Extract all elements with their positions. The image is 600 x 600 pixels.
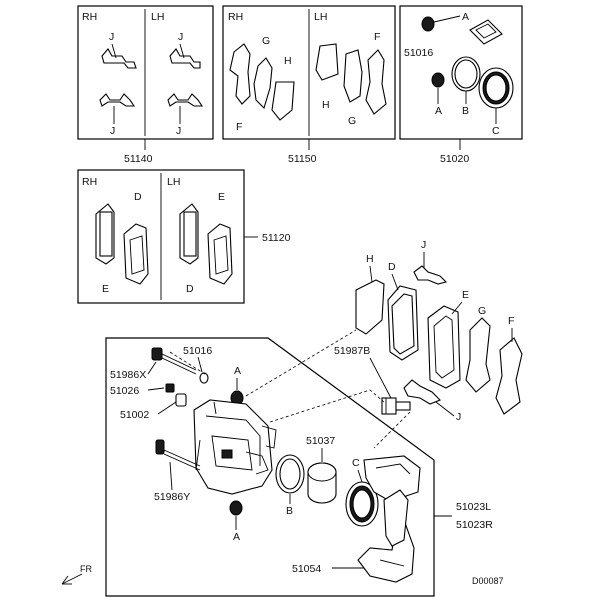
clip-j-lower-exploded [403,379,441,405]
box-clips [77,5,214,140]
guide-pin-lower [155,439,201,471]
clip-rh-lower [99,93,136,124]
pad-e-exploded [427,305,461,389]
pad-d-rh [123,223,149,285]
shim-f-lh [365,49,387,115]
box-pads [77,169,245,304]
shim-g-label-1: G [262,35,270,47]
pad-d-lh [207,223,233,285]
seal-c-label: C [492,125,500,137]
shim-h-label-1: H [284,55,292,67]
seal-a-label-1: A [462,11,469,23]
caliper-frame [105,337,435,597]
exploded-g-label: G [478,305,486,317]
support-l-number: 51023L [456,501,491,513]
front-label: FR [80,564,92,574]
exploded-e-label: E [462,289,469,301]
shim-h-exploded [355,279,385,335]
clip-rh-upper [101,43,137,69]
pad-e-label-1: E [218,191,225,203]
pad-e-lh [179,203,199,265]
dash-line-2 [245,329,357,397]
piston-number: 51037 [306,435,335,447]
clip-lh-upper [169,43,201,69]
clip-lh-lower [167,93,204,124]
shim-g-label-2: G [348,115,356,127]
boot-a-lower [431,72,445,88]
clip-j-upper-exploded [413,265,448,285]
dash-line-3 [373,411,411,449]
guard-plate [383,489,409,547]
front-arrow-icon [61,573,83,585]
dash-line-1 [269,389,385,423]
pad-d-label-1: D [134,191,142,203]
box-seal-kit [399,5,523,140]
pads-part-number: 51120 [262,232,291,244]
clips-lh-label: LH [151,11,164,23]
pad-e-rh [95,203,115,265]
bolt-51016 [199,372,209,384]
exploded-bolt-number: 51987B [334,345,370,357]
shim-g-lh [343,49,363,103]
piston [307,462,337,504]
pad-e-label-2: E [102,283,109,295]
seal-b-caliper-label: B [286,505,293,517]
exploded-f-label: F [508,315,514,327]
bleeder-screw [165,383,175,393]
support-r-number: 51023R [456,519,493,531]
bleeder-number: 51026 [110,385,139,397]
boot-a-top-label: A [234,365,241,377]
shim-g-exploded [465,317,491,393]
seal-kit-bolt-number: 51016 [404,47,433,59]
shim-g-rh [253,57,273,110]
seal-c-caliper-label: C [352,457,360,469]
guide-pin-upper [151,347,197,375]
shim-f-label-1: F [236,121,242,133]
bleeder-cap [175,393,187,407]
pads-lh-label: LH [167,176,180,188]
boot-a-bottom [229,500,243,516]
clip-j-label-4: J [176,125,181,137]
exploded-h-label: H [366,253,374,265]
shim-f-rh [229,43,251,105]
pad-d-label-2: D [186,283,194,295]
bleeder-cap-number: 51002 [120,409,149,421]
shims-part-number: 51150 [288,153,317,165]
caliper-bolt-number: 51016 [183,345,212,357]
clips-part-number: 51140 [124,153,153,165]
guard-number: 51054 [292,563,321,575]
pad-d-exploded [387,285,419,361]
pads-rh-label: RH [82,176,97,188]
exploded-j-bottom-label: J [456,411,461,423]
clip-j-label-1: J [109,31,114,43]
shims-rh-label: RH [228,11,243,23]
exploded-j-top-label: J [421,239,426,251]
boot-a-bottom-label: A [233,531,240,543]
guide-bolt [381,397,411,415]
seal-b-label: B [462,105,469,117]
seal-kit-part-number: 51020 [440,153,469,165]
clip-j-label-3: J [110,125,115,137]
boot-a-upper [421,16,435,32]
exploded-d-label: D [388,261,396,273]
clips-rh-label: RH [82,11,97,23]
pin-upper-number: 51986X [110,369,146,381]
grease-packet [469,19,503,45]
shim-f-exploded [495,337,523,415]
shim-h-rh [271,81,295,121]
shim-h-lh [315,43,339,81]
shim-h-label-2: H [322,99,330,111]
shims-lh-label: LH [314,11,327,23]
shim-f-label-2: F [374,31,380,43]
pin-lower-number: 51986Y [154,491,190,503]
dash-line-4 [169,351,209,377]
clip-j-label-2: J [178,31,183,43]
caliper-body [193,399,277,495]
diagram-id: D00087 [472,576,504,586]
seal-a-label-2: A [435,105,442,117]
